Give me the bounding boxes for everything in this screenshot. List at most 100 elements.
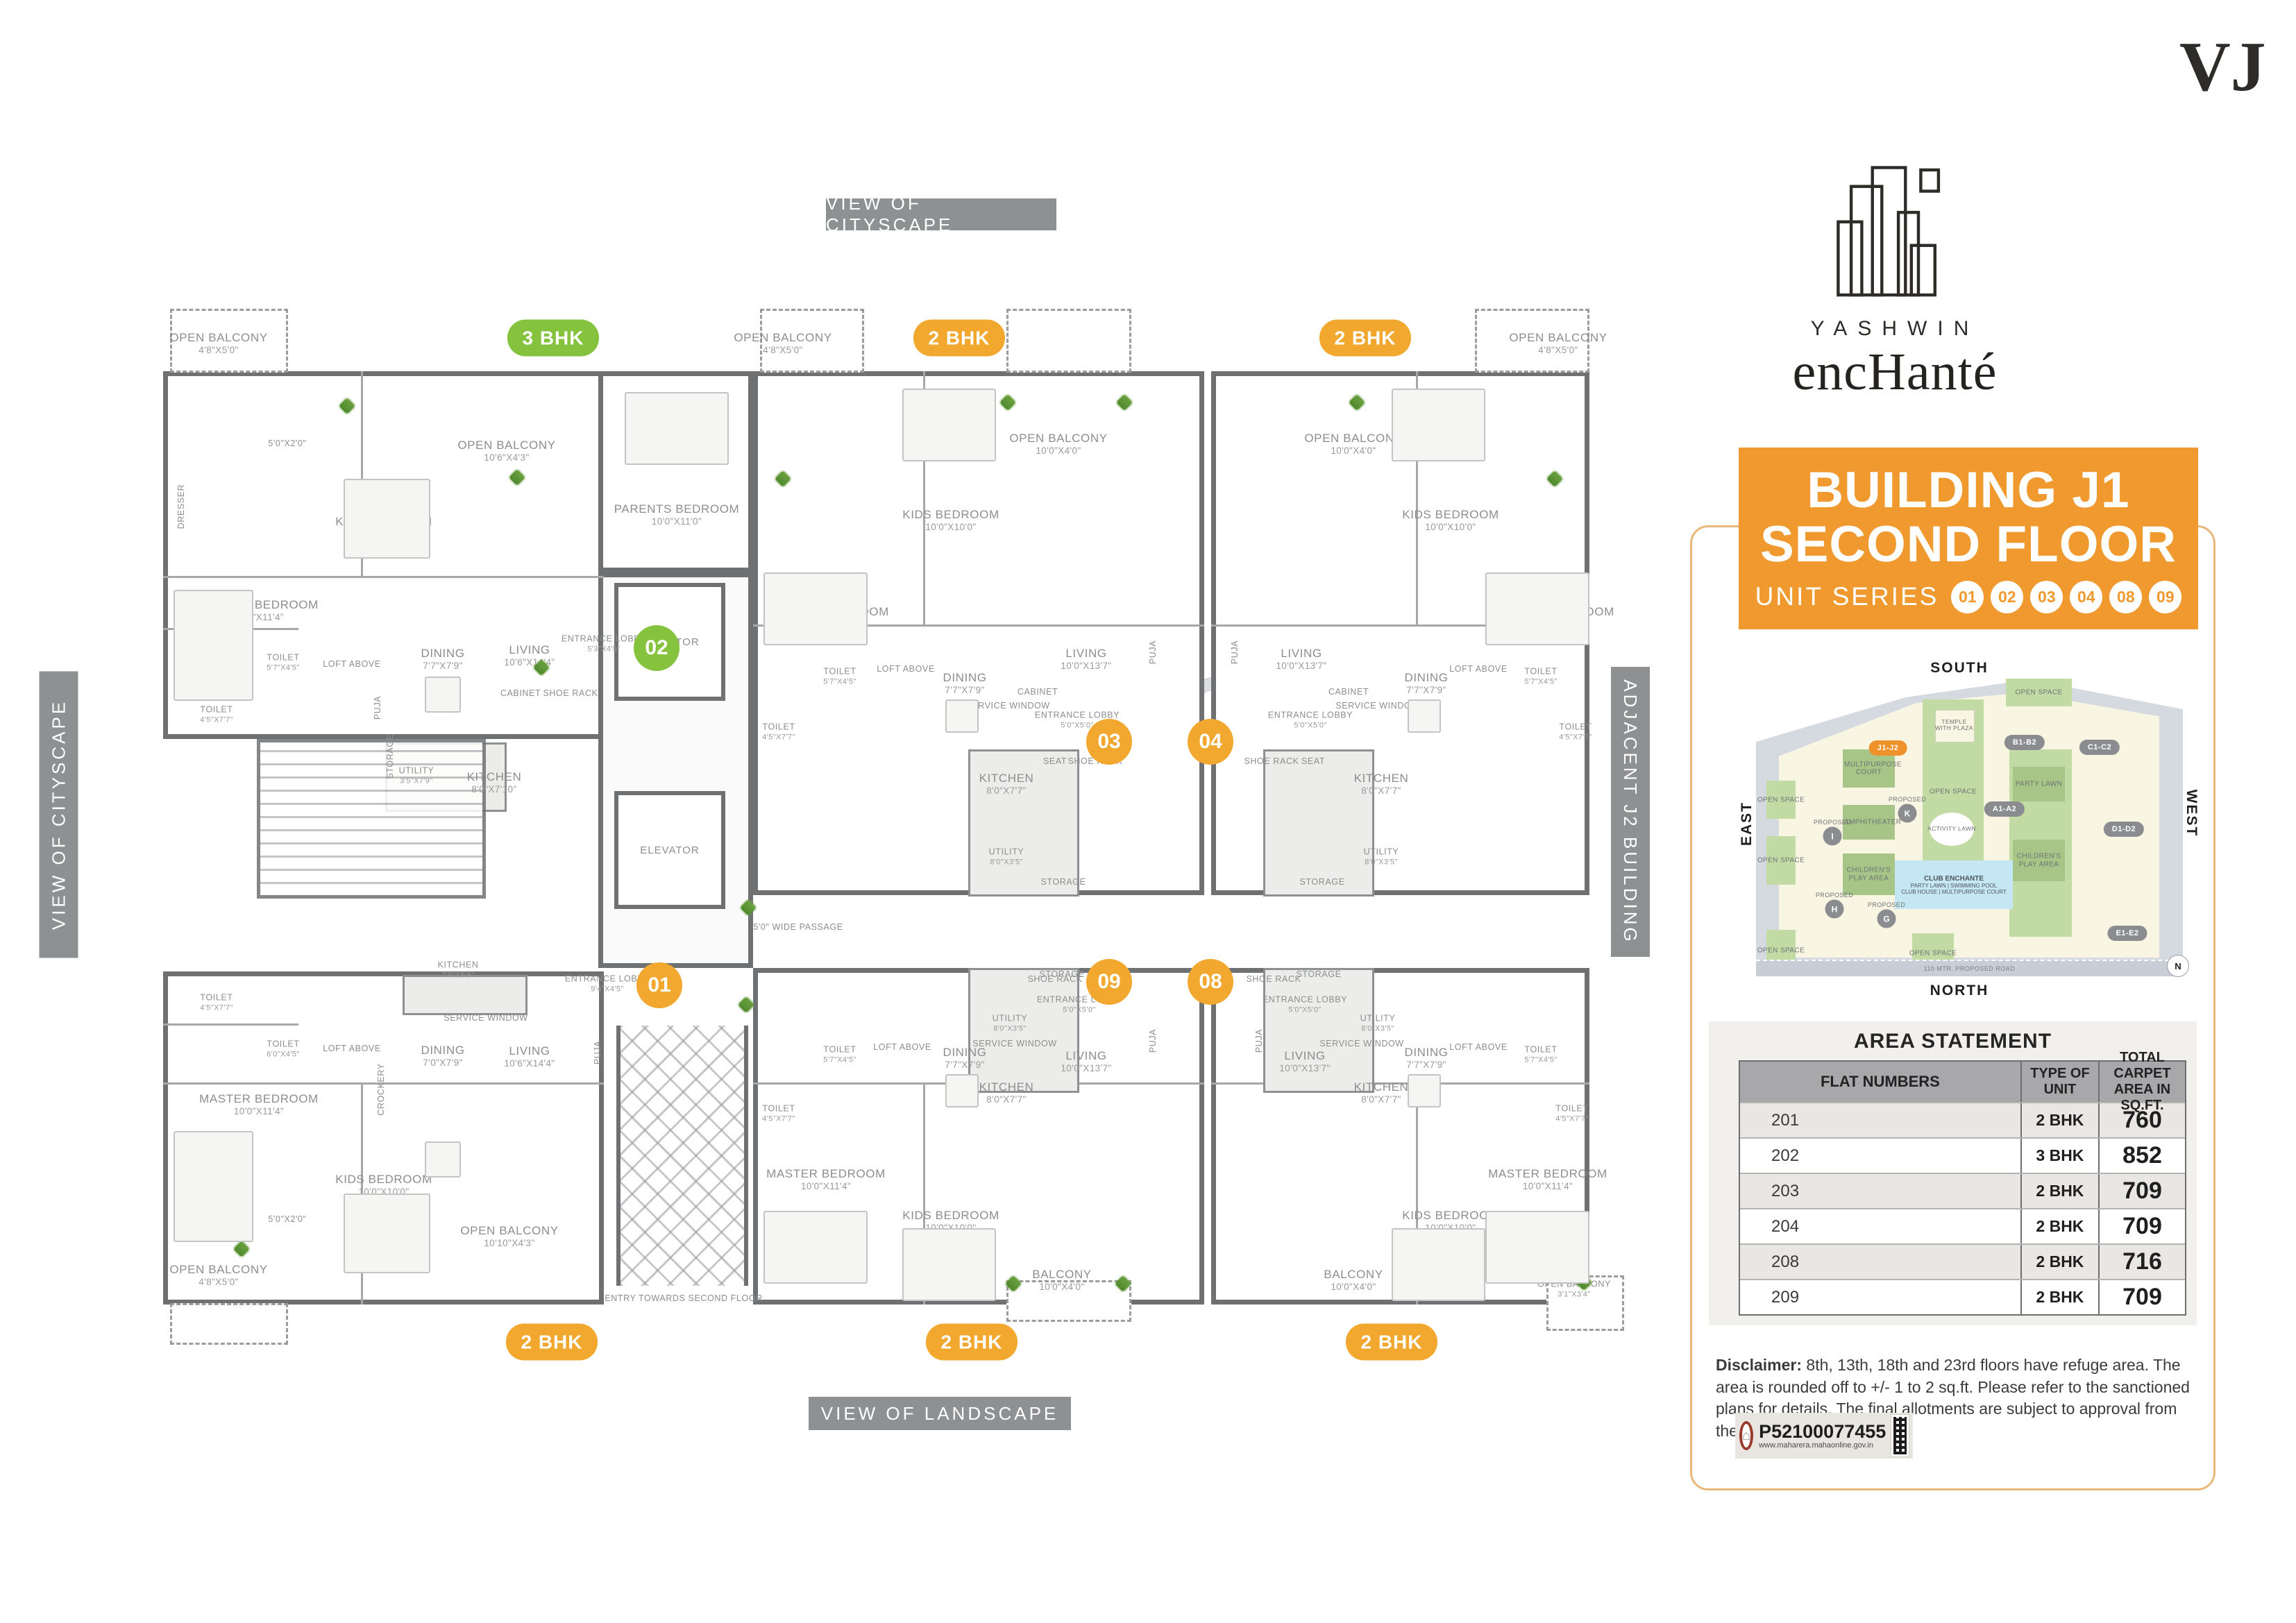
table-cell-type: 2 BHK [2020,1103,2098,1137]
unit-number-badge: 08 [1188,959,1233,1005]
map-amenity-label: CHILDREN'S PLAY AREA [2016,852,2061,869]
map-club-text: CLUB HOUSE | MULTIPURPOSE COURT [1901,888,2007,895]
room-label: SERVICE WINDOW [965,701,1050,711]
view-of-landscape-bottom-banner: VIEW OF LANDSCAPE [809,1397,1071,1430]
room-label: PUJA [1148,1028,1158,1053]
table-cell-area: 852 [2098,1139,2185,1173]
furniture [1408,699,1441,733]
map-activity-lawn [1930,813,1974,846]
kitchen-utility-block [968,749,1079,897]
room-label: SEAT [1301,756,1326,767]
room-label: STORAGE [1040,877,1086,887]
room-label: 5'0"X2'0" [268,439,307,449]
room-label: CROCKERY [376,1063,387,1116]
maharera-logo-icon: ⌂ [1739,1421,1754,1450]
map-amenity-label: CHILDREN'S PLAY AREA [1846,866,1891,883]
staircase [257,739,486,899]
furniture [902,389,996,461]
bhk-badge: 2 BHK [1346,1323,1437,1361]
map-building-pill: D1-D2 [2103,822,2145,837]
map-open-space-label: OPEN SPACE [1929,787,1977,795]
unit-series-circle: 02 [1991,580,2024,613]
wall-partition [1211,1082,1589,1085]
map-south-label: SOUTH [1930,660,1989,676]
map-building-pill: C1-C2 [2079,740,2120,755]
building-title-line1: BUILDING J1 [1807,462,2130,519]
bhk-badge: 3 BHK [507,319,599,357]
bhk-badge: 2 BHK [506,1323,598,1361]
map-activity-lawn-label: ACTIVITY LAWN [1927,825,1976,833]
passage-label: 5'0" WIDE PASSAGE [753,922,843,933]
map-west-label: WEST [2184,789,2200,838]
table-cell-type: 3 BHK [2020,1139,2098,1173]
map-building-pill: A1-A2 [1984,801,2025,817]
map-open-space [2006,679,2072,706]
wall-partition [1211,624,1589,627]
open-balcony-outline [170,1303,288,1345]
unit-series-label: UNIT SERIES [1755,582,1939,611]
open-balcony-outline [1475,309,1589,373]
room-label: LOFT ABOVE [323,659,381,670]
furniture [1485,572,1589,645]
map-proposed-label: PROPOSED [1888,795,1927,803]
room-label: LOFT ABOVE [1449,1042,1508,1053]
view-of-cityscape-left-banner: VIEW OF CITYSCAPE [39,671,78,958]
furniture [174,1131,253,1242]
map-proposed-building: H [1825,899,1844,919]
unit-series-circle: 03 [2030,580,2063,613]
map-amenity-label: PARTY LAWN [2015,780,2063,788]
map-building-pill: B1-B2 [2004,735,2045,750]
map-open-space-label: OPEN SPACE [1909,949,1957,958]
table-header-cell: TOTAL CARPET AREA IN SQ.FT. [2098,1050,2185,1113]
room-label: PUJA [1254,1028,1265,1053]
room-label: PUJA [373,695,383,720]
map-open-space [1766,836,1796,885]
map-proposed-building: G [1877,909,1896,928]
map-temple [1935,710,1975,742]
room-label: PUJA [593,1040,603,1065]
furniture [945,1074,979,1107]
room-label: LOFT ABOVE [873,1042,931,1053]
logo-sub-name: encHanté [1792,343,1998,401]
table-cell-area: 709 [2098,1174,2185,1208]
wall-partition [361,371,363,576]
unit-number-badge: 01 [636,962,682,1008]
map-amenity [1843,853,1895,895]
map-amenity [1843,805,1895,840]
